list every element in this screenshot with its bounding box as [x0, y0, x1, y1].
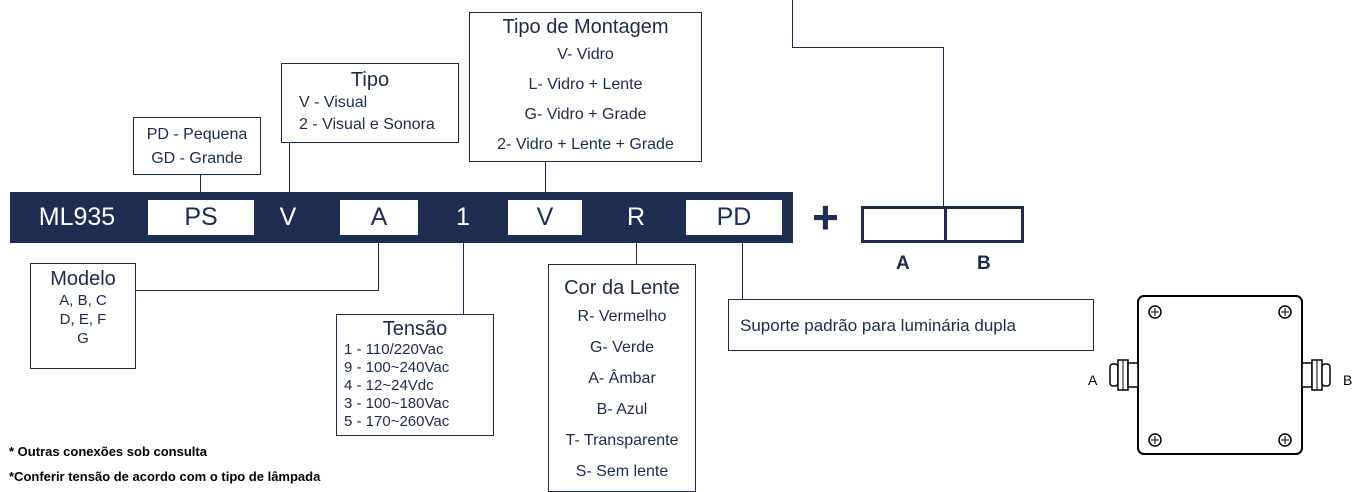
- ab-label-a: A: [896, 253, 910, 274]
- cor-lente-item: S- Sem lente: [575, 463, 669, 480]
- cor-lente-item: T- Transparente: [565, 432, 679, 449]
- montagem-box: Tipo de Montagem V- Vidro L- Vidro + Len…: [469, 12, 702, 162]
- code-segment-series: ML935: [38, 203, 116, 231]
- connector-line: [792, 0, 793, 48]
- code-segment-mounting: V: [508, 200, 582, 235]
- code-segment-support: PD: [686, 200, 782, 235]
- code-segment-model: A: [340, 200, 418, 235]
- cor-lente-item: R- Vermelho: [577, 308, 667, 325]
- montagem-item: L- Vidro + Lente: [528, 76, 643, 93]
- tensao-item: 4 - 12~24Vdc: [344, 377, 434, 394]
- screw-icon: [1148, 433, 1162, 447]
- plus-sign: +: [812, 191, 839, 243]
- modelo-item: A, B, C: [59, 292, 107, 309]
- junction-label-a: A: [1088, 372, 1098, 388]
- tamanho-item: PD - Pequena: [146, 126, 248, 143]
- junction-label-b: B: [1343, 372, 1353, 388]
- tensao-item: 9 - 100~240Vac: [344, 359, 450, 376]
- modelo-box: Modelo A, B, C D, E, F G: [30, 263, 136, 369]
- connector-line: [545, 162, 546, 193]
- screw-icon: [1148, 305, 1162, 319]
- modelo-item: G: [77, 330, 89, 347]
- connector-line: [378, 243, 379, 291]
- connector-line: [289, 143, 290, 193]
- footnote: * Outras conexões sob consulta: [9, 444, 207, 459]
- montagem-item: 2- Vidro + Lente + Grade: [497, 136, 674, 153]
- tipo-item: 2 - Visual e Sonora: [299, 116, 435, 133]
- montagem-item: V- Vidro: [557, 46, 614, 63]
- connector-line: [200, 175, 201, 193]
- modelo-item: D, E, F: [59, 311, 107, 328]
- code-segment-size: PS: [148, 200, 254, 235]
- connector-line: [636, 243, 637, 264]
- suporte-box: Suporte padrão para luminária dupla: [728, 299, 1094, 351]
- tensao-title: Tensão: [382, 318, 448, 340]
- tensao-item: 5 - 170~260Vac: [344, 413, 450, 430]
- code-segment-voltage: 1: [456, 203, 470, 231]
- screw-icon: [1278, 433, 1292, 447]
- connector-line: [792, 47, 944, 48]
- tensao-box: Tensão 1 - 110/220Vac 9 - 100~240Vac 4 -…: [336, 314, 494, 436]
- cor-lente-item: A- Âmbar: [588, 370, 656, 387]
- cable-gland-left-icon: [1109, 359, 1139, 391]
- cor-lente-item: G- Verde: [589, 339, 655, 356]
- ab-label-b: B: [977, 253, 991, 274]
- tensao-item: 3 - 100~180Vac: [344, 395, 450, 412]
- junction-box-drawing: [1109, 295, 1331, 455]
- code-segment-type: V: [279, 203, 297, 231]
- footnote: *Conferir tensão de acordo com o tipo de…: [9, 469, 321, 484]
- tamanho-item: GD - Grande: [151, 150, 243, 167]
- tensao-item: 1 - 110/220Vac: [344, 341, 444, 358]
- code-segment-lens-color: R: [626, 203, 646, 231]
- ab-divider: [944, 209, 947, 240]
- montagem-item: G- Vidro + Grade: [524, 106, 647, 123]
- tipo-item: V - Visual: [299, 94, 368, 111]
- tamanho-box: PD - Pequena GD - Grande: [133, 117, 261, 175]
- tipo-box: Tipo V - Visual 2 - Visual e Sonora: [281, 63, 459, 143]
- connector-line: [463, 243, 464, 314]
- connector-line: [943, 47, 944, 207]
- tipo-title: Tipo: [350, 69, 390, 91]
- modelo-title: Modelo: [50, 268, 116, 290]
- cor-lente-box: Cor da Lente R- Vermelho G- Verde A- Âmb…: [548, 264, 696, 492]
- suporte-text: Suporte padrão para luminária dupla: [740, 316, 1016, 335]
- cor-lente-item: B- Azul: [596, 401, 648, 418]
- montagem-title: Tipo de Montagem: [502, 16, 669, 38]
- connector-line: [136, 290, 379, 291]
- ab-boxes: [861, 206, 1024, 243]
- model-code-bar: ML935 PS V A 1 V R PD: [10, 192, 793, 243]
- screw-icon: [1278, 305, 1292, 319]
- connector-line: [742, 243, 743, 299]
- cable-gland-right-icon: [1301, 359, 1331, 391]
- cor-lente-title: Cor da Lente: [564, 277, 680, 299]
